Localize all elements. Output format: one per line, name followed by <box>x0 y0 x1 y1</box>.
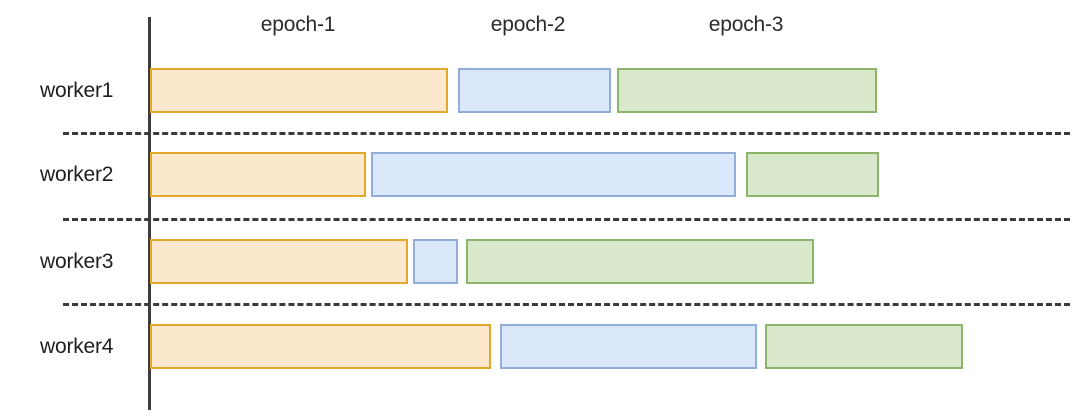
epoch-header-1: epoch-1 <box>260 13 336 36</box>
worker-label-2: worker2 <box>40 162 114 186</box>
row-separator-1 <box>63 132 1070 135</box>
bar-worker2-epoch-3 <box>746 152 879 197</box>
bar-worker1-epoch-2 <box>458 68 611 113</box>
epoch-header-2: epoch-2 <box>490 13 566 36</box>
bar-worker4-epoch-3 <box>765 324 963 369</box>
bar-worker2-epoch-1 <box>150 152 366 197</box>
bar-worker3-epoch-2 <box>413 239 458 284</box>
worker-label-1: worker1 <box>40 78 114 102</box>
bar-worker4-epoch-2 <box>500 324 757 369</box>
vertical-axis-line <box>148 17 151 410</box>
bar-worker1-epoch-1 <box>150 68 448 113</box>
bar-worker3-epoch-1 <box>150 239 408 284</box>
bar-worker1-epoch-3 <box>617 68 877 113</box>
worker-label-3: worker3 <box>40 249 114 273</box>
row-separator-2 <box>63 218 1070 221</box>
worker-label-4: worker4 <box>40 334 114 358</box>
bar-worker3-epoch-3 <box>466 239 814 284</box>
bar-worker2-epoch-2 <box>371 152 736 197</box>
epoch-header-3: epoch-3 <box>708 13 784 36</box>
row-separator-3 <box>63 303 1070 306</box>
bar-worker4-epoch-1 <box>150 324 491 369</box>
